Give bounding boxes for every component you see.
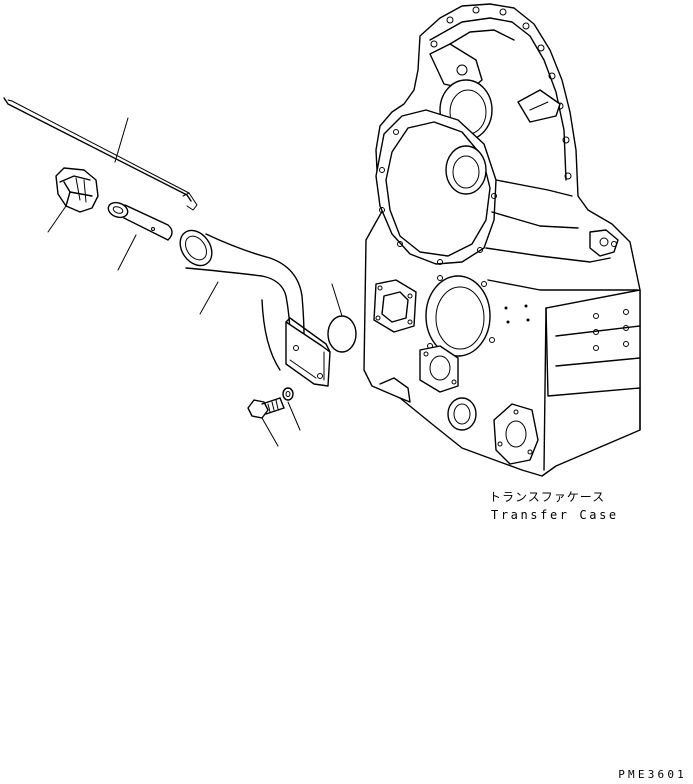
strainer [107,201,173,241]
gasket [327,315,357,353]
transfer-case-housing [363,3,641,477]
leader-dipstick [114,117,129,163]
filler-cap [55,167,99,213]
leader-filler-tube [199,281,219,315]
transfer-case-label-japanese: トランスファケース [489,490,606,504]
transfer-case-label-english: Transfer Case [491,508,619,522]
drawing-number: PME3601 [618,768,687,781]
leader-gasket [331,283,343,317]
filler-tube [179,229,331,387]
leader-bolt [261,417,279,447]
leader-washer [287,401,301,431]
washer [282,387,294,401]
leader-strainer [117,234,137,271]
bolt [247,397,285,419]
leader-filler-cap [47,205,67,233]
dipstick-gauge [3,97,198,211]
